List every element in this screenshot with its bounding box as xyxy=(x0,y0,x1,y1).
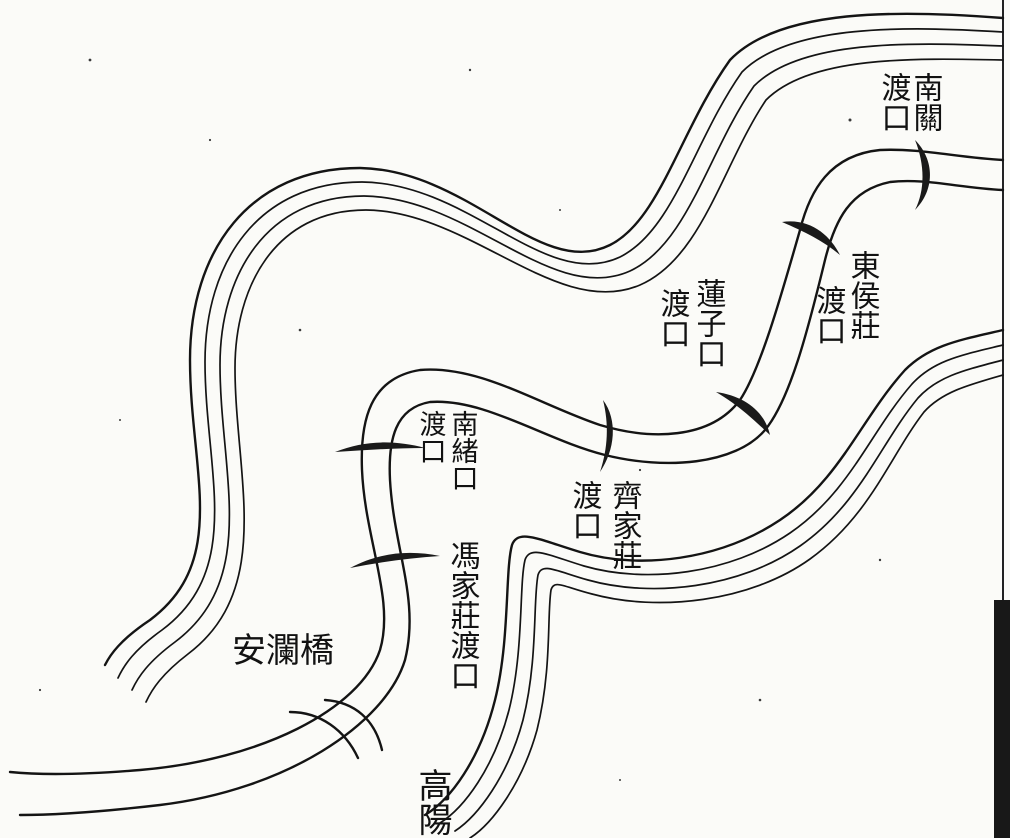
outer-river-north xyxy=(103,12,1005,703)
outer-river-south xyxy=(423,328,1005,838)
anlan-bridge-mark xyxy=(288,698,384,760)
paper-specks xyxy=(38,58,882,781)
page-edge xyxy=(994,0,1010,838)
inner-river-main xyxy=(8,148,1005,817)
label-col: 渡口 xyxy=(876,72,911,132)
label-qijiazhuang-ferry: 齊家莊 渡口 xyxy=(567,480,642,570)
ferry-marks xyxy=(335,140,930,568)
ferry-mark-nanxukou xyxy=(335,442,425,452)
label-col: 東侯莊 xyxy=(845,250,880,340)
label-col: 渡口 xyxy=(415,410,446,464)
label-gaoyang: 高陽 xyxy=(412,768,452,836)
label-text: 安瀾橋 xyxy=(232,631,334,671)
label-col: 高陽 xyxy=(412,768,452,836)
ferry-mark-lianzikou xyxy=(716,392,770,435)
label-donghouzhuang-ferry: 東侯莊 渡口 xyxy=(811,250,880,345)
label-nanxukou-ferry: 南緒口 渡口 xyxy=(415,410,479,491)
ferry-mark-nanguan xyxy=(915,140,930,210)
ferry-mark-fengjiazhuang xyxy=(350,552,440,568)
label-anlan-bridge: 安瀾橋 xyxy=(232,631,334,671)
ferry-mark-qijiazhuang xyxy=(600,400,613,472)
label-fengjiazhuang-ferry: 馮家莊渡口 xyxy=(445,540,480,690)
label-col: 蓮子口 xyxy=(691,278,726,368)
label-col: 渡口 xyxy=(811,285,846,345)
label-nanguan-ferry: 南關 渡口 xyxy=(876,72,943,132)
label-col: 南緒口 xyxy=(447,410,479,491)
label-col: 渡口 xyxy=(567,480,602,540)
label-lianzikou-ferry: 蓮子口 渡口 xyxy=(655,278,726,368)
label-col: 馮家莊渡口 xyxy=(445,540,480,690)
ferry-mark-donghouzhuang xyxy=(782,221,840,255)
label-col: 齊家莊 xyxy=(607,480,642,570)
label-col: 南關 xyxy=(908,72,943,132)
label-col: 渡口 xyxy=(655,288,690,348)
